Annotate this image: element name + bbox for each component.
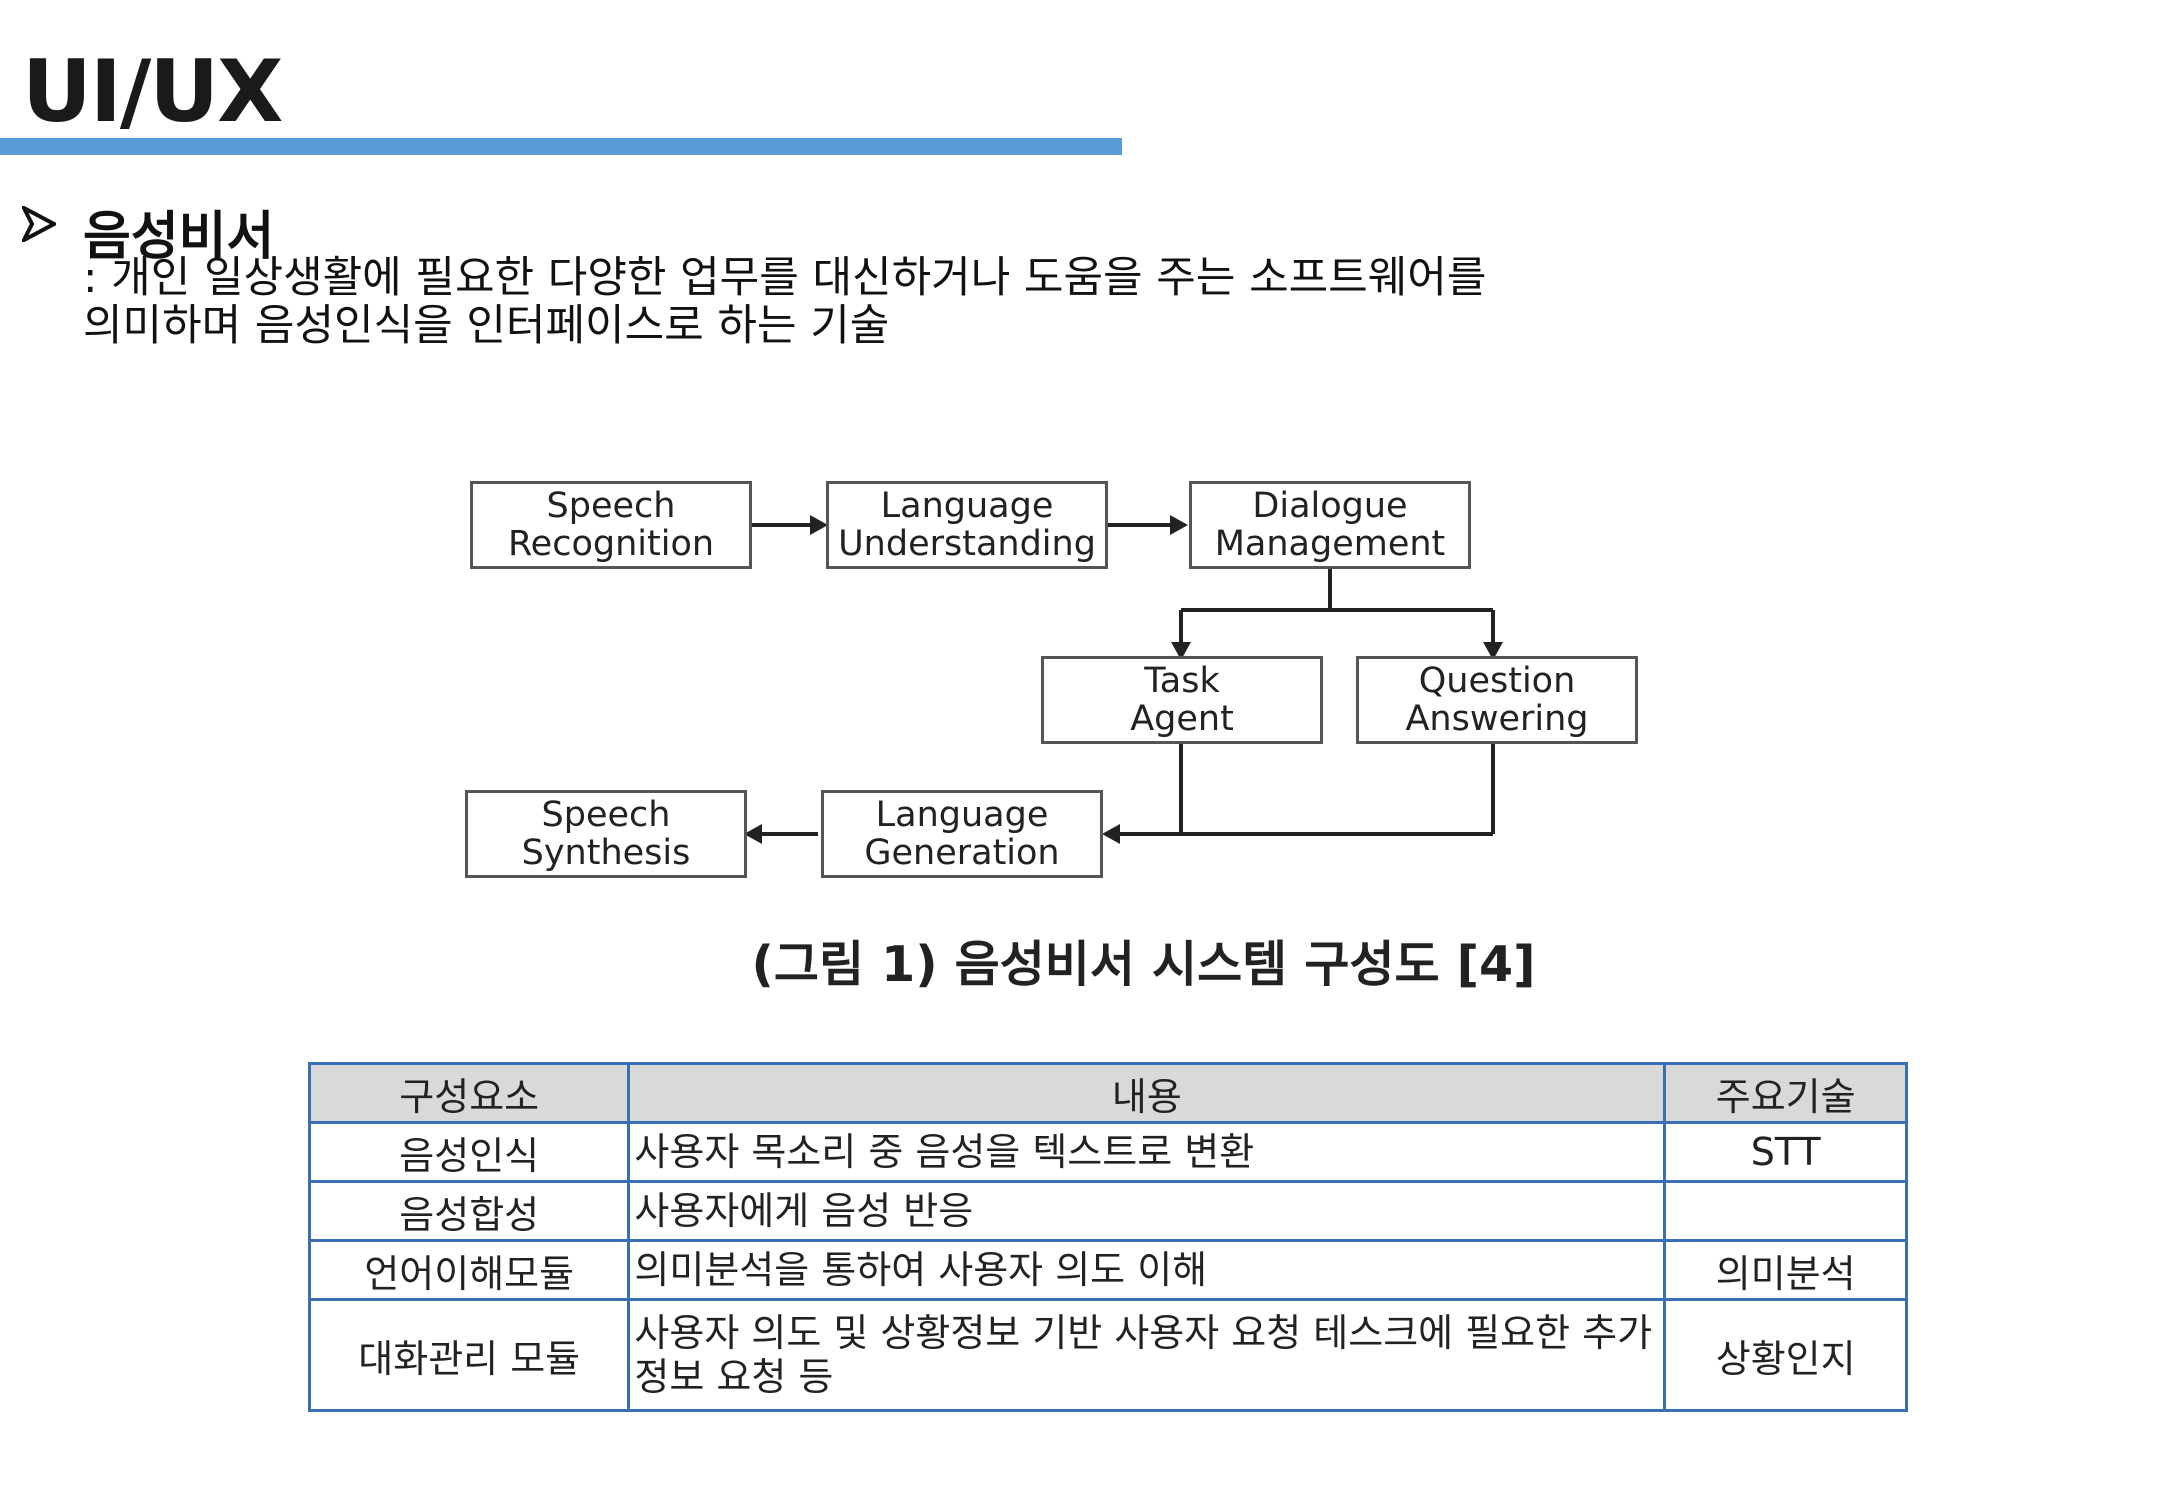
table-row: 음성합성 사용자에게 음성 반응 [307, 1180, 1908, 1242]
table-cell: 언어이해모듈 [307, 1239, 631, 1301]
table-cell: 사용자에게 음성 반응 [627, 1180, 1667, 1242]
language-generation-box: Language Generation [821, 790, 1103, 878]
table-header-row: 구성요소 내용 주요기술 [307, 1062, 1908, 1124]
header-cell: 내용 [627, 1062, 1667, 1124]
table-cell [1663, 1180, 1908, 1242]
components-table: 구성요소 내용 주요기술 음성인식 사용자 목소리 중 음성을 텍스트로 변환 … [307, 1062, 1908, 1412]
description-line: 의미하며 음성인식을 인터페이스로 하는 기술 [83, 301, 890, 351]
description-line: : 개인 일상생활에 필요한 다양한 업무를 대신하거나 도움을 주는 소프트웨… [83, 253, 1487, 303]
table-cell: 음성합성 [307, 1180, 631, 1242]
arrow-bullet-icon [22, 206, 56, 242]
figure-caption: (그림 1) 음성비서 시스템 구성도 [4] [751, 936, 1536, 993]
dialogue-management-box: Dialogue Management [1189, 481, 1471, 569]
voice-assistant-diagram: Speech Recognition Language Understandin… [460, 470, 1650, 890]
table-cell: 음성인식 [307, 1121, 631, 1183]
table-cell: 상황인지 [1663, 1298, 1908, 1412]
section-description: : 개인 일상생활에 필요한 다양한 업무를 대신하거나 도움을 주는 소프트웨… [83, 254, 1643, 350]
header-cell: 구성요소 [307, 1062, 631, 1124]
table-cell: 사용자 목소리 중 음성을 텍스트로 변환 [627, 1121, 1667, 1183]
table-cell: 의미분석을 통하여 사용자 의도 이해 [627, 1239, 1667, 1301]
table-row: 대화관리 모듈 사용자 의도 및 상황정보 기반 사용자 요청 테스크에 필요한… [307, 1298, 1908, 1412]
table-row: 언어이해모듈 의미분석을 통하여 사용자 의도 이해 의미분석 [307, 1239, 1908, 1301]
speech-synthesis-box: Speech Synthesis [465, 790, 747, 878]
page-title: UI/UX [22, 42, 283, 142]
question-answering-box: Question Answering [1356, 656, 1638, 744]
table-cell: STT [1663, 1121, 1908, 1183]
speech-recognition-box: Speech Recognition [470, 481, 752, 569]
header-cell: 주요기술 [1663, 1062, 1908, 1124]
table-cell: 의미분석 [1663, 1239, 1908, 1301]
title-underline [0, 138, 1122, 155]
task-agent-box: Task Agent [1041, 656, 1323, 744]
section-heading: 음성비서 [83, 207, 275, 267]
diagram-connectors [744, 515, 1503, 844]
language-understanding-box: Language Understanding [826, 481, 1108, 569]
table-cell: 대화관리 모듈 [307, 1298, 631, 1412]
table-row: 음성인식 사용자 목소리 중 음성을 텍스트로 변환 STT [307, 1121, 1908, 1183]
table-cell: 사용자 의도 및 상황정보 기반 사용자 요청 테스크에 필요한 추가정보 요청… [627, 1298, 1667, 1412]
